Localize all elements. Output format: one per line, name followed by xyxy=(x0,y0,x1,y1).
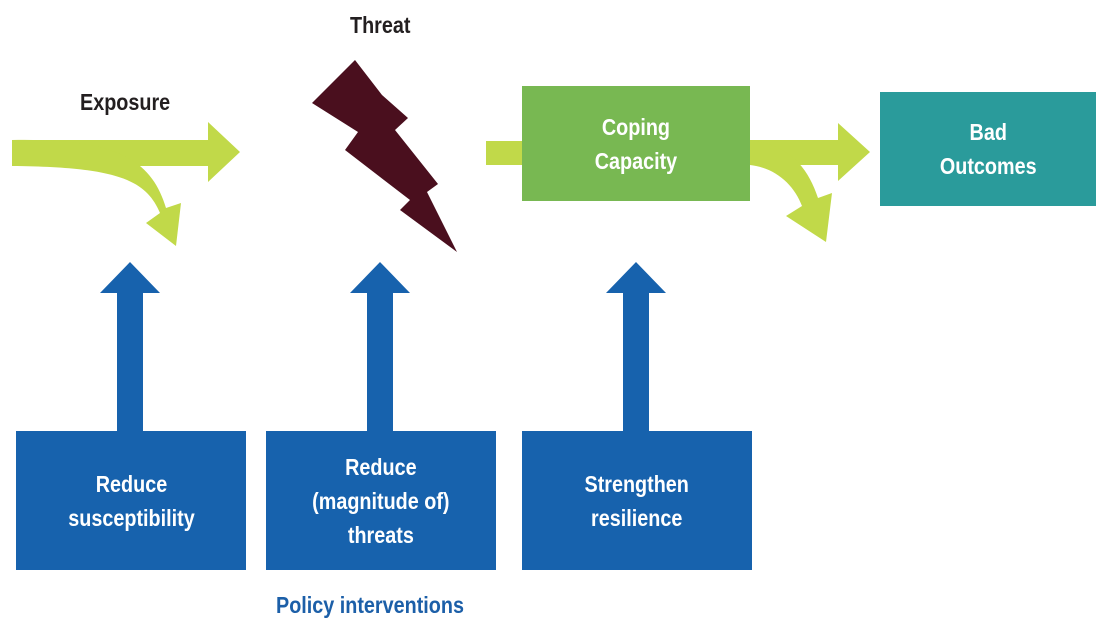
coping-input-arrow xyxy=(486,141,524,165)
exposure-arrow xyxy=(12,122,240,246)
reduce-threats-line-1: Reduce xyxy=(345,453,417,480)
coping-capacity-box: Coping Capacity xyxy=(522,86,750,201)
strengthen-resilience-line-1: Strengthen xyxy=(584,470,690,497)
threat-label: Threat xyxy=(350,12,411,38)
reduce-threats-line-2: (magnitude of) xyxy=(312,487,450,514)
coping-output-arrow xyxy=(750,123,870,242)
reduce-susceptibility-line-1: Reduce xyxy=(95,470,167,497)
strengthen-resilience-line-2: resilience xyxy=(591,504,683,531)
bad-outcomes-line-2: Outcomes xyxy=(939,153,1037,179)
bad-outcomes-box: Bad Outcomes xyxy=(880,92,1096,206)
reduce-susceptibility-line-2: susceptibility xyxy=(67,504,195,531)
coping-capacity-line-1: Coping xyxy=(601,113,671,140)
bad-outcomes-line-1: Bad xyxy=(969,119,1007,145)
reduce-threats-box: Reduce (magnitude of) threats xyxy=(266,431,496,570)
resilience-up-arrow xyxy=(606,262,666,432)
policy-interventions-label: Policy interventions xyxy=(276,592,464,618)
coping-capacity-line-2: Capacity xyxy=(594,147,678,174)
susceptibility-up-arrow xyxy=(100,262,160,432)
exposure-label: Exposure xyxy=(80,89,171,115)
reduce-threats-line-3: threats xyxy=(348,521,414,548)
threats-up-arrow xyxy=(350,262,410,432)
lightning-bolt-icon xyxy=(312,60,457,252)
reduce-susceptibility-box: Reduce susceptibility xyxy=(16,431,246,570)
strengthen-resilience-box: Strengthen resilience xyxy=(522,431,752,570)
